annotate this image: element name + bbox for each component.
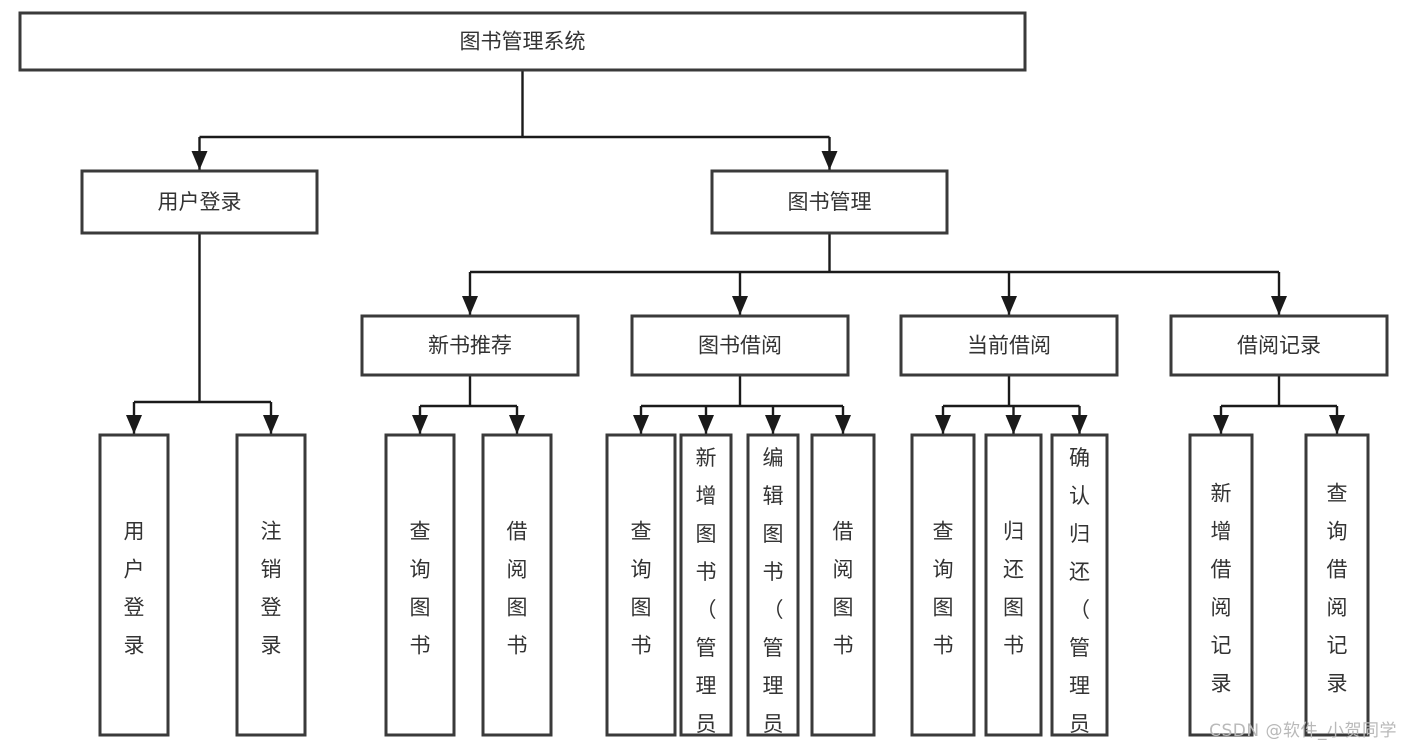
- node-label-current-borrow: 当前借阅: [967, 334, 1051, 358]
- node-box-borrow-record[interactable]: [1169, 314, 1389, 377]
- node-leaf-query-book-1[interactable]: 查询图书: [384, 433, 456, 737]
- node-box-root[interactable]: [18, 11, 1027, 72]
- arrow-head-current-borrow: [1001, 296, 1017, 315]
- node-leaf-return-book[interactable]: 归还图书: [984, 433, 1043, 737]
- node-box-leaf-return-book[interactable]: [984, 433, 1043, 737]
- node-root[interactable]: 图书管理系统: [18, 11, 1027, 72]
- node-label-leaf-query-record: 查询借阅记录: [1327, 482, 1348, 696]
- node-box-leaf-query-book-1[interactable]: [384, 433, 456, 737]
- node-box-current-borrow[interactable]: [899, 314, 1119, 377]
- node-leaf-borrow-book-1[interactable]: 借阅图书: [481, 433, 553, 737]
- node-box-book-manage[interactable]: [710, 169, 949, 235]
- node-label-leaf-return-book: 归还图书: [1003, 520, 1024, 658]
- arrow-head-leaf-return-book: [1005, 415, 1022, 434]
- node-box-leaf-edit-book[interactable]: [746, 433, 800, 737]
- node-leaf-query-book-2[interactable]: 查询图书: [605, 433, 677, 737]
- node-label-user-login: 用户登录: [158, 190, 242, 214]
- node-user-login[interactable]: 用户登录: [80, 169, 319, 235]
- node-label-leaf-query-book-2: 查询图书: [631, 520, 652, 658]
- node-label-leaf-confirm-return: 确认归还（管理员）: [1069, 446, 1090, 747]
- node-box-leaf-borrow-book-1[interactable]: [481, 433, 553, 737]
- node-label-leaf-logout: 注销登录: [261, 520, 282, 658]
- node-leaf-confirm-return[interactable]: 确认归还（管理员）: [1050, 433, 1109, 747]
- node-label-borrow-record: 借阅记录: [1237, 334, 1321, 358]
- arrow-head-leaf-query-book-1: [412, 415, 428, 434]
- arrow-head-leaf-query-book-3: [935, 415, 951, 434]
- arrow-head-borrow-record: [1271, 296, 1287, 315]
- node-label-leaf-add-book: 新增图书（管理员）: [696, 446, 717, 747]
- arrow-head-leaf-logout: [263, 415, 279, 434]
- node-label-leaf-query-book-3: 查询图书: [933, 520, 954, 658]
- arrow-head-leaf-borrow-book-1: [509, 415, 525, 434]
- arrow-head-new-book-recommend: [462, 296, 478, 315]
- node-box-leaf-query-book-2[interactable]: [605, 433, 677, 737]
- node-label-book-borrow: 图书借阅: [698, 334, 782, 358]
- node-leaf-query-record[interactable]: 查询借阅记录: [1304, 433, 1370, 737]
- node-box-leaf-query-record[interactable]: [1304, 433, 1370, 737]
- node-box-leaf-user-login[interactable]: [98, 433, 170, 737]
- node-label-leaf-borrow-book-2: 借阅图书: [833, 520, 854, 658]
- node-leaf-logout[interactable]: 注销登录: [235, 433, 307, 737]
- node-leaf-query-book-3[interactable]: 查询图书: [910, 433, 976, 737]
- node-leaf-user-login[interactable]: 用户登录: [98, 433, 170, 737]
- node-label-new-book-recommend: 新书推荐: [428, 334, 512, 358]
- node-label-leaf-borrow-book-1: 借阅图书: [507, 520, 528, 658]
- node-label-root: 图书管理系统: [460, 30, 586, 54]
- arrow-head-leaf-query-record: [1329, 415, 1345, 434]
- node-current-borrow[interactable]: 当前借阅: [899, 314, 1119, 377]
- node-box-leaf-borrow-book-2[interactable]: [810, 433, 876, 737]
- node-box-book-borrow[interactable]: [630, 314, 850, 377]
- node-label-leaf-edit-book: 编辑图书（管理员）: [763, 446, 784, 747]
- node-book-manage[interactable]: 图书管理: [710, 169, 949, 235]
- node-leaf-borrow-book-2[interactable]: 借阅图书: [810, 433, 876, 737]
- arrow-head-book-manage: [821, 151, 838, 170]
- arrow-head-leaf-user-login: [126, 415, 142, 434]
- arrow-head-book-borrow: [732, 296, 748, 315]
- arrow-head-user-login: [191, 151, 208, 170]
- node-layer: 图书管理系统用户登录图书管理新书推荐图书借阅当前借阅借阅记录用户登录注销登录查询…: [18, 11, 1389, 747]
- node-book-borrow[interactable]: 图书借阅: [630, 314, 850, 377]
- arrow-head-leaf-add-book: [698, 415, 714, 434]
- node-label-book-manage: 图书管理: [788, 190, 872, 214]
- node-box-leaf-add-book[interactable]: [679, 433, 733, 737]
- arrow-head-leaf-add-record: [1213, 415, 1229, 434]
- node-box-new-book-recommend[interactable]: [360, 314, 580, 377]
- node-label-leaf-user-login: 用户登录: [124, 520, 145, 658]
- arrow-head-leaf-edit-book: [765, 415, 781, 434]
- arrow-head-leaf-borrow-book-2: [835, 415, 851, 434]
- node-label-leaf-query-book-1: 查询图书: [410, 520, 431, 658]
- node-box-leaf-confirm-return[interactable]: [1050, 433, 1109, 737]
- arrow-head-leaf-confirm-return: [1071, 415, 1088, 434]
- node-label-leaf-add-record: 新增借阅记录: [1211, 482, 1232, 696]
- arrow-head-leaf-query-book-2: [633, 415, 649, 434]
- node-box-user-login[interactable]: [80, 169, 319, 235]
- node-box-leaf-add-record[interactable]: [1188, 433, 1254, 737]
- node-box-leaf-query-book-3[interactable]: [910, 433, 976, 737]
- node-leaf-add-book[interactable]: 新增图书（管理员）: [679, 433, 733, 747]
- node-box-leaf-logout[interactable]: [235, 433, 307, 737]
- node-leaf-add-record[interactable]: 新增借阅记录: [1188, 433, 1254, 737]
- node-leaf-edit-book[interactable]: 编辑图书（管理员）: [746, 433, 800, 747]
- node-borrow-record[interactable]: 借阅记录: [1169, 314, 1389, 377]
- node-new-book-recommend[interactable]: 新书推荐: [360, 314, 580, 377]
- connector-layer: [126, 70, 1345, 434]
